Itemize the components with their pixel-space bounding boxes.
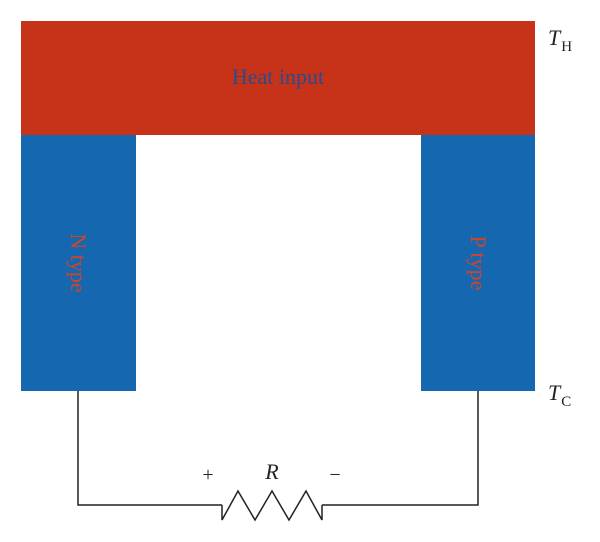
n-type-leg: [21, 135, 136, 391]
p-type-leg: [421, 135, 535, 391]
negative-terminal-label: −: [329, 464, 340, 486]
n-type-label: N type: [66, 233, 91, 292]
hot-temperature-label: TH: [548, 25, 572, 55]
heat-input-label: Heat input: [232, 64, 324, 89]
resistor-icon: [221, 489, 323, 522]
resistor-label: R: [264, 459, 279, 484]
p-type-label: P type: [466, 236, 491, 291]
heat-input-bar: [21, 21, 535, 135]
cold-temperature-label: TC: [548, 380, 571, 410]
circuit-wire: [77, 391, 479, 506]
cold-temperature-subscript: C: [561, 394, 571, 410]
cold-temperature-symbol: T: [548, 380, 562, 405]
hot-temperature-subscript: H: [561, 39, 572, 55]
positive-terminal-label: +: [202, 464, 213, 486]
hot-temperature-symbol: T: [548, 25, 562, 50]
